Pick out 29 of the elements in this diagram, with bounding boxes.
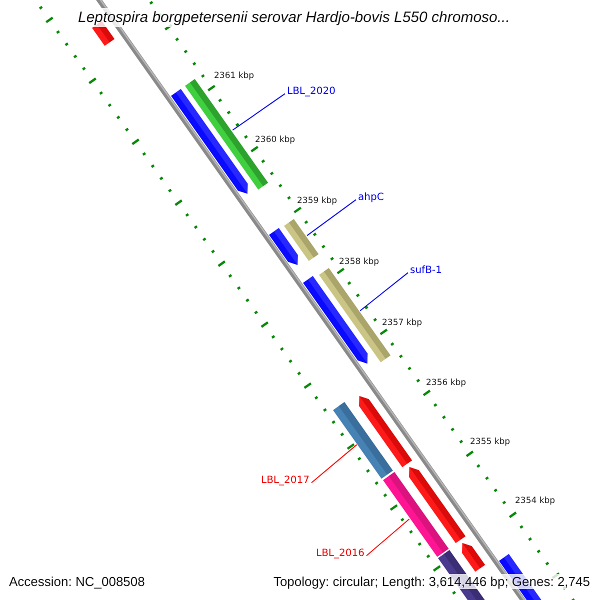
gene-bar	[284, 218, 319, 261]
gene-feature	[268, 228, 298, 266]
position-label: 2360 kbp	[255, 135, 296, 145]
leader-line	[232, 93, 286, 131]
gene-feature	[462, 542, 486, 572]
gene-feature	[408, 466, 466, 543]
position-label: 2359 kbp	[297, 196, 338, 206]
gene-label: LBL_2016	[316, 548, 364, 559]
position-label: 2356 kbp	[426, 378, 466, 388]
accession-text: Accession: NC_008508	[7, 574, 147, 589]
leader-line	[366, 518, 410, 556]
position-label: 2358 kbp	[339, 257, 380, 267]
gene-bar	[333, 402, 394, 478]
leader-line	[306, 199, 356, 236]
gene-bar	[383, 472, 449, 557]
gene-label: sufB-1	[410, 265, 442, 276]
position-label: 2355 kbp	[470, 437, 510, 447]
gene-feature	[302, 276, 368, 364]
genome-summary-text: Topology: circular; Length: 3,614,446 bp; Genes: 2,745	[271, 574, 592, 589]
gene-label: ahpC	[358, 192, 384, 203]
gene-feature	[170, 89, 248, 194]
position-label: 2354 kbp	[515, 496, 556, 506]
leader-line	[360, 272, 408, 312]
position-label: 2361 kbp	[214, 71, 254, 81]
position-label: 2357 kbp	[382, 318, 422, 328]
gene-label: LBL_2020	[287, 86, 336, 97]
gene-feature	[358, 396, 412, 467]
gene-label: LBL_2017	[261, 475, 310, 486]
leader-line	[310, 444, 358, 484]
